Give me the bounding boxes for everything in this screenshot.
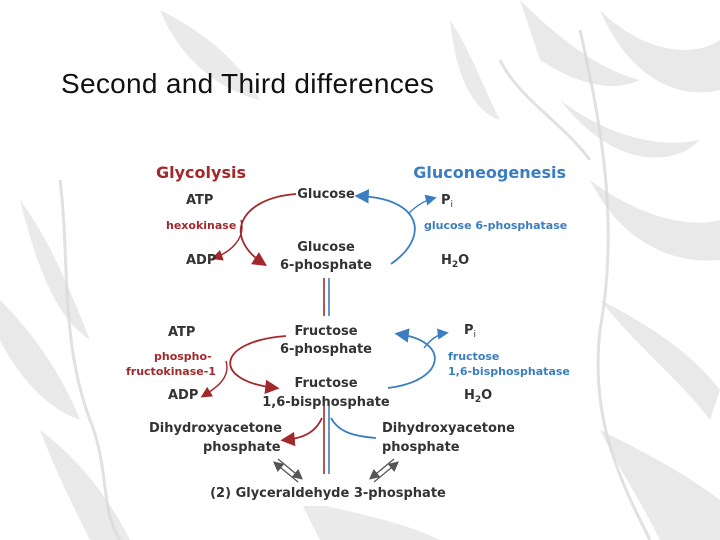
h2o-1-subscript: 2 xyxy=(452,260,458,270)
metabolite-dhap-left-line2: phosphate xyxy=(203,440,281,455)
slide-title: Second and Third differences xyxy=(61,68,435,99)
gluconeogenesis-pi-1: Pi xyxy=(441,193,453,210)
gluconeogenesis-step-2: Pi fructose 1,6-bisphosphatase H2O xyxy=(387,323,570,405)
heading-glycolysis: Glycolysis xyxy=(156,163,246,182)
glycolysis-atp-1: ATP xyxy=(186,193,213,208)
enzyme-fbpase1-line2: 1,6-bisphosphatase xyxy=(448,365,570,378)
metabolite-fructose-6-phosphate-line2: 6-phosphate xyxy=(280,342,372,357)
h2o-2-h: H xyxy=(464,388,475,403)
metabolite-fructose-16-bisphosphate-line1: Fructose xyxy=(294,376,357,391)
central-pathway-lines xyxy=(323,278,330,474)
enzyme-glucose-6-phosphatase: glucose 6-phosphatase xyxy=(424,219,567,232)
h2o-2-subscript: 2 xyxy=(475,395,481,405)
glycolysis-step-1: ATP hexokinase ADP xyxy=(166,193,297,268)
metabolite-glucose-6-phosphate-line1: Glucose xyxy=(297,240,355,255)
glycolysis-adp-1: ADP xyxy=(186,253,216,268)
h2o-1-o: O xyxy=(458,253,469,268)
enzyme-pfk1-line1: phospho- xyxy=(154,350,212,363)
metabolite-fructose-16-bisphosphate-line2: 1,6-bisphosphate xyxy=(262,395,390,410)
gluconeogenesis-h2o-2: H2O xyxy=(464,388,492,405)
pathway-diagram-svg: Glycolysis Gluconeogenesis Glucose Gluco… xyxy=(126,163,570,501)
metabolite-glyceraldehyde-3-phosphate: (2) Glyceraldehyde 3-phosphate xyxy=(210,486,446,501)
pi-1-subscript: i xyxy=(451,200,454,210)
glycolysis-atp-2: ATP xyxy=(168,325,195,340)
enzyme-fbpase1-line1: fructose xyxy=(448,350,499,363)
glycolysis-adp-2: ADP xyxy=(168,388,198,403)
metabolite-glucose: Glucose xyxy=(297,187,355,202)
metabolite-fructose-6-phosphate-line1: Fructose xyxy=(294,324,357,339)
metabolite-dhap-left-line1: Dihydroxyacetone xyxy=(149,421,282,436)
heading-gluconeogenesis: Gluconeogenesis xyxy=(413,163,566,182)
gluconeogenesis-step-1: Pi glucose 6-phosphatase H2O xyxy=(354,189,567,270)
glycolysis-gluconeogenesis-diagram: Glycolysis Gluconeogenesis Glucose Gluco… xyxy=(126,156,576,506)
h2o-2-o: O xyxy=(481,388,492,403)
metabolite-glucose-6-phosphate-line2: 6-phosphate xyxy=(280,258,372,273)
gluconeogenesis-pi-2: Pi xyxy=(464,323,476,340)
aldolase-split-arrows xyxy=(280,417,377,447)
triose-isomerase-arrows xyxy=(272,458,400,483)
pi-1-letter: P xyxy=(441,193,451,208)
metabolite-dhap-right-line1: Dihydroxyacetone xyxy=(382,421,515,436)
enzyme-pfk1-line2: fructokinase-1 xyxy=(126,365,216,378)
gluconeogenesis-h2o-1: H2O xyxy=(441,253,469,270)
glycolysis-step-2: ATP phospho- fructokinase-1 ADP xyxy=(126,325,287,403)
h2o-1-h: H xyxy=(441,253,452,268)
metabolite-dhap-right-line2: phosphate xyxy=(382,440,460,455)
enzyme-hexokinase: hexokinase xyxy=(166,219,236,232)
pi-2-subscript: i xyxy=(474,330,477,340)
pi-2-letter: P xyxy=(464,323,474,338)
